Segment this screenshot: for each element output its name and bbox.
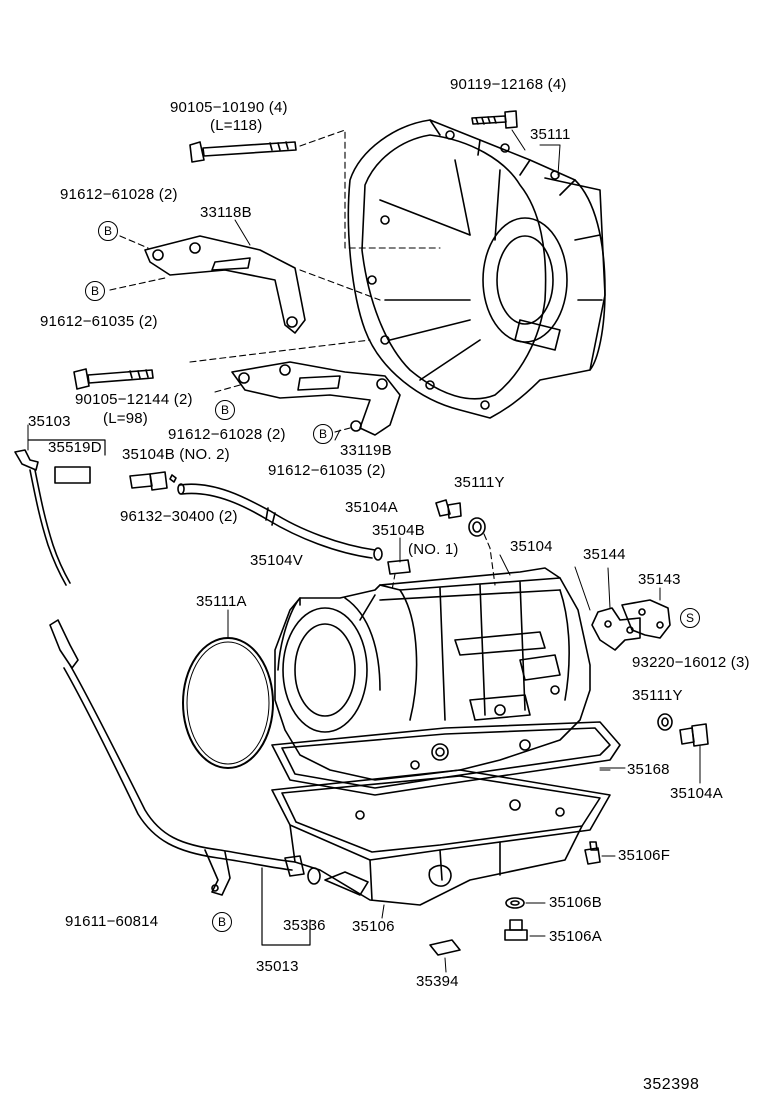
label-93220-16012: 93220−16012 (3) [632,654,750,671]
diagram-reference-number: 352398 [643,1076,700,1093]
label-96132-30400: 96132−30400 (2) [120,508,238,525]
hose-35104V [177,483,383,561]
filler-tube-35013 [49,619,311,946]
oil-pan-35106 [271,769,611,919]
marker-b-5: B [212,912,232,932]
label-35104A-top: 35104A [345,499,398,516]
marker-b-2: B [85,281,105,301]
label-35104A-right: 35104A [670,785,723,802]
label-91612-61028-b: 91612−61028 (2) [168,426,286,443]
label-91611-60814: 91611−60814 [65,913,159,930]
marker-b-4: B [313,424,333,444]
label-91612-61035-a: 91612−61035 (2) [40,313,158,330]
label-35111Y-top: 35111Y [454,474,505,491]
bolt-90105-12144 [73,368,154,390]
bracket-35144 [591,567,641,651]
bell-housing-35111 [347,119,606,419]
label-35111A: 35111A [196,593,247,610]
label-90105-10190-length: (L=118) [210,117,263,134]
label-35168: 35168 [627,761,670,778]
transmission-case-35104 [274,567,591,781]
drain-plug-35106A [504,919,546,941]
label-91612-61028-a: 91612−61028 (2) [60,186,178,203]
label-35143: 35143 [638,571,681,588]
magnet-35394 [429,939,461,973]
label-90105-10190: 90105−10190 (4) [170,99,288,116]
label-33118B: 33118B [200,204,252,221]
gasket-35336 [307,867,321,885]
label-35111Y-right: 35111Y [632,687,683,704]
label-35336: 35336 [283,917,326,934]
label-sticker-35519D [54,466,91,484]
bracket-33118B [109,235,381,334]
label-35104B-no2: 35104B (NO. 2) [122,446,230,463]
label-35106F: 35106F [618,847,671,864]
bracket-35143 [621,587,671,639]
label-90105-12144: 90105−12144 (2) [75,391,193,408]
label-35106A: 35106A [549,928,602,945]
label-90119-12168: 90119−12168 (4) [450,76,567,93]
fitting-35104B-no2 [129,471,177,491]
label-90105-12144-length: (L=98) [103,410,148,427]
gasket-35106B [505,897,546,909]
label-35106B: 35106B [549,894,602,911]
washer-35111Y-top [468,517,496,586]
marker-b-1: B [98,221,118,241]
label-35104B-no1: 35104B [372,522,425,539]
label-35103: 35103 [28,413,71,430]
bracket-33119B [214,361,401,436]
bolt-90119-12168 [471,110,526,151]
label-35519D: 35519D [48,439,102,456]
label-91612-61035-b: 91612−61035 (2) [268,462,386,479]
bolt-35106F [584,841,616,865]
label-35394: 35394 [416,973,459,990]
marker-b-3: B [215,400,235,420]
dipstick-35103 [14,424,106,586]
label-35104: 35104 [510,538,553,555]
label-35104V: 35104V [250,552,303,569]
label-35144: 35144 [583,546,626,563]
label-35013: 35013 [256,958,299,975]
bolt-90105-10190 [189,129,441,249]
label-35104B-no1-suffix: (NO. 1) [408,541,459,558]
o-ring-35111A [182,609,274,769]
label-35111: 35111 [530,126,571,143]
marker-s: S [680,608,700,628]
label-35106: 35106 [352,918,395,935]
plug-35104A-right [679,723,709,784]
washer-35111Y-right [657,713,673,731]
label-33119B: 33119B [340,442,392,459]
plug-35104A-top [435,499,462,519]
